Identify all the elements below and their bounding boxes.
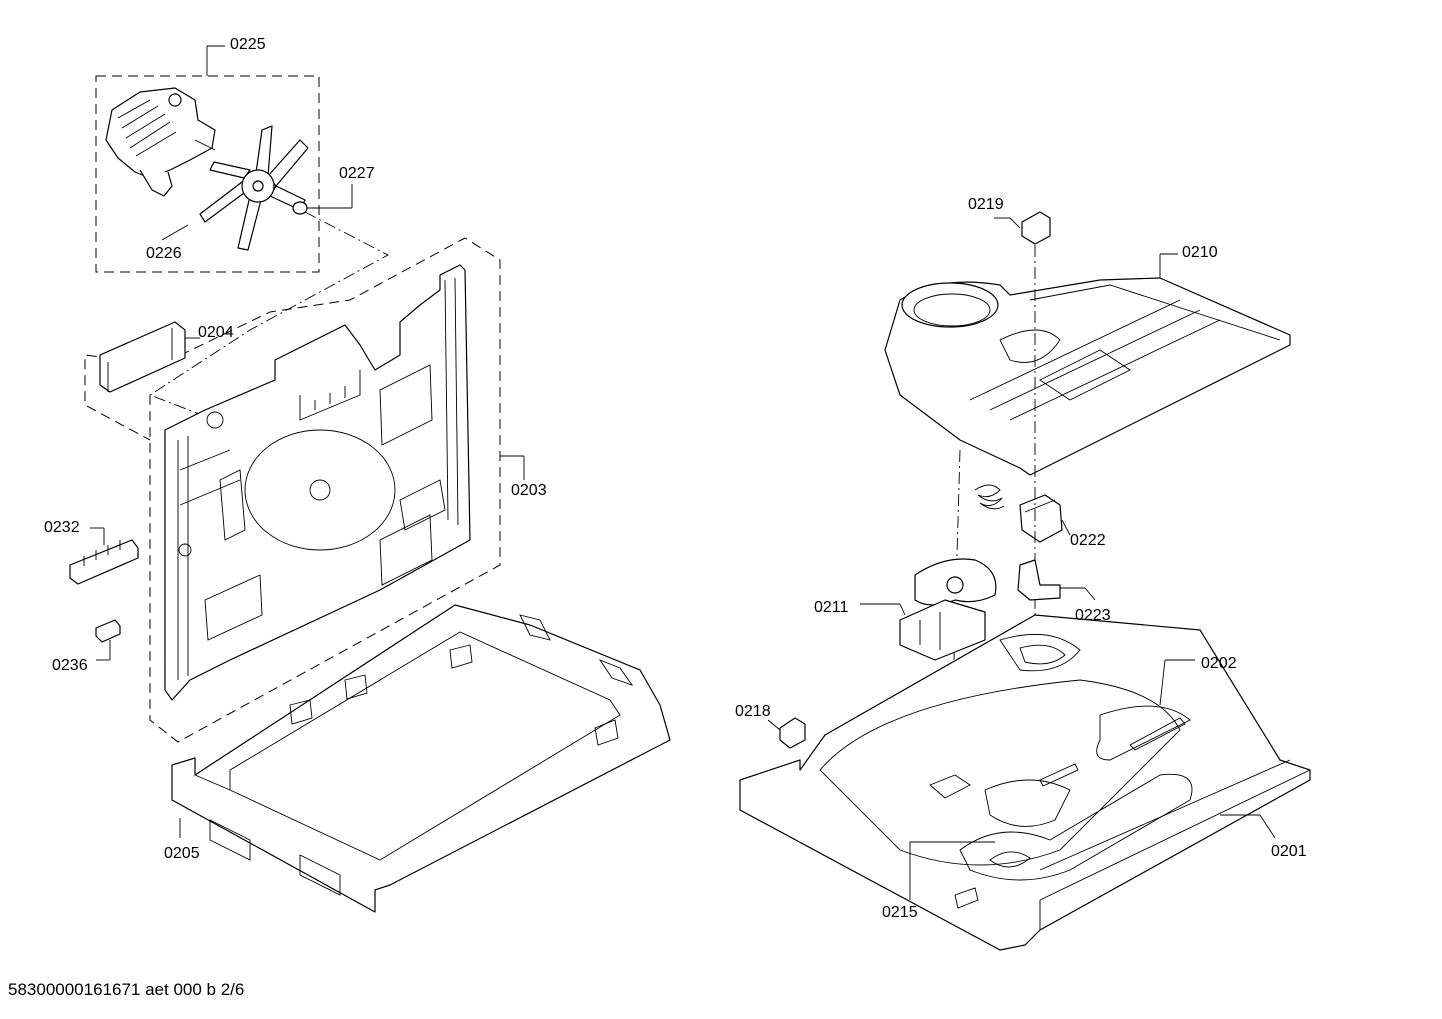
label-0219: 0219 bbox=[968, 196, 1004, 213]
hinge-clip bbox=[767, 717, 806, 749]
label-0211: 0211 bbox=[814, 599, 849, 616]
label-0222: 0222 bbox=[1070, 532, 1106, 549]
air-duct-cover bbox=[884, 253, 1291, 476]
base-tray bbox=[171, 604, 671, 913]
cover-bracket bbox=[99, 321, 200, 393]
label-0201: 0201 bbox=[1271, 843, 1307, 860]
assembly-axis-line bbox=[149, 211, 389, 471]
fan-blade-wheel bbox=[199, 125, 309, 251]
leader-0202 bbox=[1159, 659, 1195, 706]
rear-wall-panel bbox=[164, 264, 525, 701]
label-0223: 0223 bbox=[1075, 607, 1111, 624]
switch-bracket bbox=[1017, 559, 1096, 601]
label-0202: 0202 bbox=[1201, 655, 1237, 672]
label-0203: 0203 bbox=[511, 482, 547, 499]
label-0226: 0226 bbox=[146, 245, 182, 262]
label-0215: 0215 bbox=[882, 904, 918, 921]
label-0232: 0232 bbox=[44, 519, 80, 536]
label-0205: 0205 bbox=[164, 845, 200, 862]
label-0236: 0236 bbox=[52, 657, 88, 674]
fan-motor-group-box bbox=[95, 45, 320, 273]
door-switch bbox=[974, 484, 1071, 543]
bottom-plate bbox=[739, 614, 1311, 951]
fan-nut bbox=[292, 184, 353, 215]
label-0227: 0227 bbox=[339, 165, 375, 182]
document-reference: 58300000161671 aet 000 b 2/6 bbox=[8, 980, 245, 999]
label-0225: 0225 bbox=[230, 36, 266, 53]
cooling-fan-motor bbox=[860, 558, 997, 661]
label-0204: 0204 bbox=[198, 324, 234, 341]
leader-0226 bbox=[161, 224, 189, 241]
label-0210: 0210 bbox=[1182, 244, 1218, 261]
small-connector bbox=[95, 619, 121, 661]
fan-motor bbox=[105, 87, 216, 197]
terminal-block bbox=[69, 527, 139, 585]
rear-wall-group-boundary bbox=[84, 237, 501, 743]
label-0218: 0218 bbox=[735, 703, 771, 720]
leader-0215 bbox=[909, 841, 995, 900]
thermostat bbox=[994, 211, 1051, 245]
